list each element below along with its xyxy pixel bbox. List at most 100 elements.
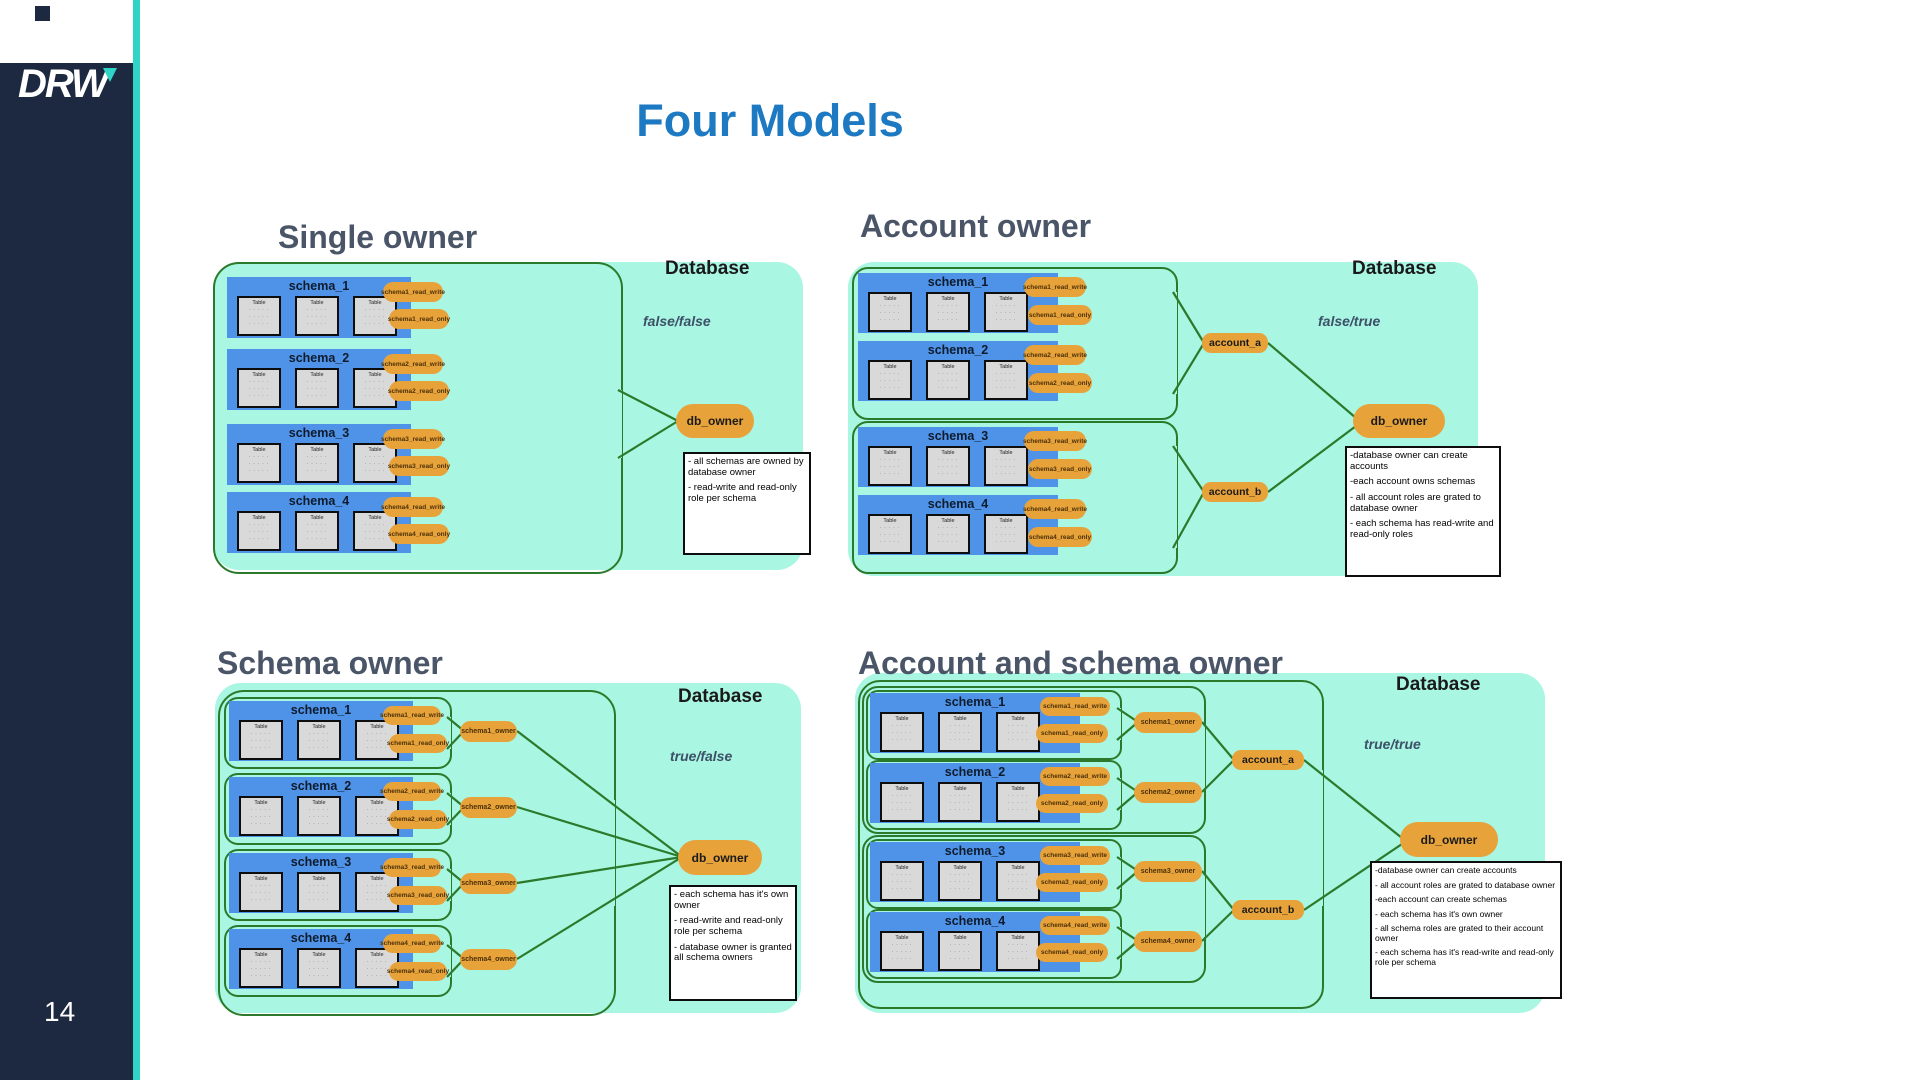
table-rows: . . . . . <box>995 302 1017 307</box>
table-rows: . . . . . <box>366 958 388 963</box>
flags-label: false/true <box>1318 313 1381 329</box>
table-rows: . . . . . <box>306 384 328 390</box>
table-box: Table. . . . .. . . . .. . . . . <box>984 292 1028 332</box>
role-pill-read-only: schema1_read_only <box>1028 305 1092 325</box>
table-box: Table. . . . .. . . . .. . . . . <box>938 861 982 901</box>
note-item: - all schemas are owned by database owne… <box>688 456 804 478</box>
table-rows: . . . . . <box>995 469 1017 475</box>
table-rows: . . . . . <box>937 376 959 382</box>
table-label: Table <box>1011 786 1025 792</box>
table-rows: . . . . . <box>1007 941 1029 946</box>
table-rows: . . . . . <box>949 941 971 946</box>
table-label: Table <box>999 518 1013 524</box>
border-gap <box>1316 770 1323 906</box>
table-label: Table <box>310 515 324 521</box>
table-rows: . . . . . <box>937 315 959 321</box>
table-label: Table <box>999 296 1013 302</box>
table-rows: . . . . . <box>995 537 1017 543</box>
table-rows: . . . . . <box>1007 722 1029 727</box>
table-rows: . . . . . <box>248 312 270 318</box>
owner-pill: schema3_owner <box>460 873 517 894</box>
schema-title: schema_3 <box>944 844 1006 858</box>
table-rows: . . . . . <box>937 302 959 307</box>
table-rows: . . . . . <box>366 964 388 970</box>
drw-logo-accent-icon <box>103 68 117 82</box>
table-rows: . . . . . <box>248 466 270 472</box>
model-heading: Account and schema owner <box>858 645 1283 681</box>
note-item: -database owner can create accounts <box>1350 450 1468 472</box>
table-label: Table <box>254 800 268 806</box>
table-rows: . . . . . <box>949 798 971 804</box>
table-rows: . . . . . <box>891 884 913 890</box>
table-rows: . . . . . <box>995 308 1017 314</box>
owner-pill: schema1_owner <box>1134 712 1202 733</box>
schema-title: schema_3 <box>288 426 350 440</box>
table-box: Table. . . . .. . . . .. . . . . <box>239 720 283 760</box>
database-label: Database <box>665 258 750 279</box>
role-pill-read-write: schema3_read_write <box>1023 431 1087 451</box>
table-rows: . . . . . <box>937 462 959 468</box>
table-rows: . . . . . <box>891 805 913 811</box>
tables-strip: Table. . . . .. . . . .. . . . .Table. .… <box>227 508 411 551</box>
table-label: Table <box>310 372 324 378</box>
table-box: Table. . . . .. . . . .. . . . . <box>996 861 1040 901</box>
schema-title: schema_4 <box>290 931 352 945</box>
table-rows: . . . . . <box>248 453 270 458</box>
table-box: Table. . . . .. . . . .. . . . . <box>868 292 912 332</box>
table-rows: . . . . . <box>248 521 270 526</box>
table-box: Table. . . . .. . . . .. . . . . <box>295 443 339 483</box>
table-box: Table. . . . .. . . . .. . . . . <box>237 368 281 408</box>
table-rows: . . . . . <box>995 530 1017 536</box>
table-label: Table <box>370 800 384 806</box>
owner-pill: schema4_owner <box>460 949 517 970</box>
corner-square <box>35 6 50 21</box>
role-pill-read-write: schema2_read_write <box>1023 345 1087 365</box>
table-rows: . . . . . <box>308 895 330 901</box>
table-rows: . . . . . <box>366 730 388 735</box>
role-pill-read-write: schema3_read_write <box>380 858 444 877</box>
table-box: Table. . . . .. . . . .. . . . . <box>239 948 283 988</box>
role-pill-read-write: schema2_read_write <box>380 782 444 801</box>
table-rows: . . . . . <box>891 947 913 953</box>
table-label: Table <box>999 450 1013 456</box>
table-rows: . . . . . <box>879 462 901 468</box>
tables-strip: Table. . . . .. . . . .. . . . .Table. .… <box>858 511 1058 554</box>
table-rows: . . . . . <box>250 730 272 735</box>
table-rows: . . . . . <box>879 530 901 536</box>
role-pill-read-write: schema2_read_write <box>381 354 445 374</box>
table-box: Table. . . . .. . . . .. . . . . <box>868 446 912 486</box>
table-rows: . . . . . <box>308 743 330 749</box>
table-label: Table <box>370 724 384 730</box>
table-rows: . . . . . <box>308 812 330 818</box>
table-rows: . . . . . <box>306 521 328 526</box>
notes-box: - all schemas are owned by database owne… <box>683 452 811 555</box>
role-pill-read-write: schema4_read_write <box>380 934 444 953</box>
database-label: Database <box>678 686 763 707</box>
table-rows: . . . . . <box>937 383 959 389</box>
table-box: Table. . . . .. . . . .. . . . . <box>237 511 281 551</box>
role-pill-read-write: schema2_read_write <box>1040 767 1110 786</box>
role-pill-read-only: schema4_read_only <box>388 524 450 544</box>
table-rows: . . . . . <box>995 462 1017 468</box>
db-owner-pill: db_owner <box>676 404 754 438</box>
schema-title: schema_3 <box>927 429 989 443</box>
tables-strip: Table. . . . .. . . . .. . . . .Table. .… <box>870 928 1080 971</box>
table-box: Table. . . . .. . . . .. . . . . <box>295 368 339 408</box>
schema-title: schema_2 <box>927 343 989 357</box>
table-rows: . . . . . <box>248 306 270 311</box>
table-rows: . . . . . <box>949 871 971 876</box>
table-rows: . . . . . <box>949 735 971 741</box>
notes-box: - each schema has it's own owner- read-w… <box>669 885 797 1001</box>
tables-strip: Table. . . . .. . . . .. . . . .Table. .… <box>229 793 413 836</box>
table-rows: . . . . . <box>248 459 270 465</box>
table-label: Table <box>254 724 268 730</box>
table-label: Table <box>252 447 266 453</box>
table-rows: . . . . . <box>366 888 388 894</box>
table-label: Table <box>368 447 382 453</box>
table-label: Table <box>953 865 967 871</box>
note-item: - each schema has it's own owner <box>674 889 789 911</box>
table-rows: . . . . . <box>1007 871 1029 876</box>
owner-pill: schema1_owner <box>460 721 517 742</box>
table-rows: . . . . . <box>248 527 270 533</box>
